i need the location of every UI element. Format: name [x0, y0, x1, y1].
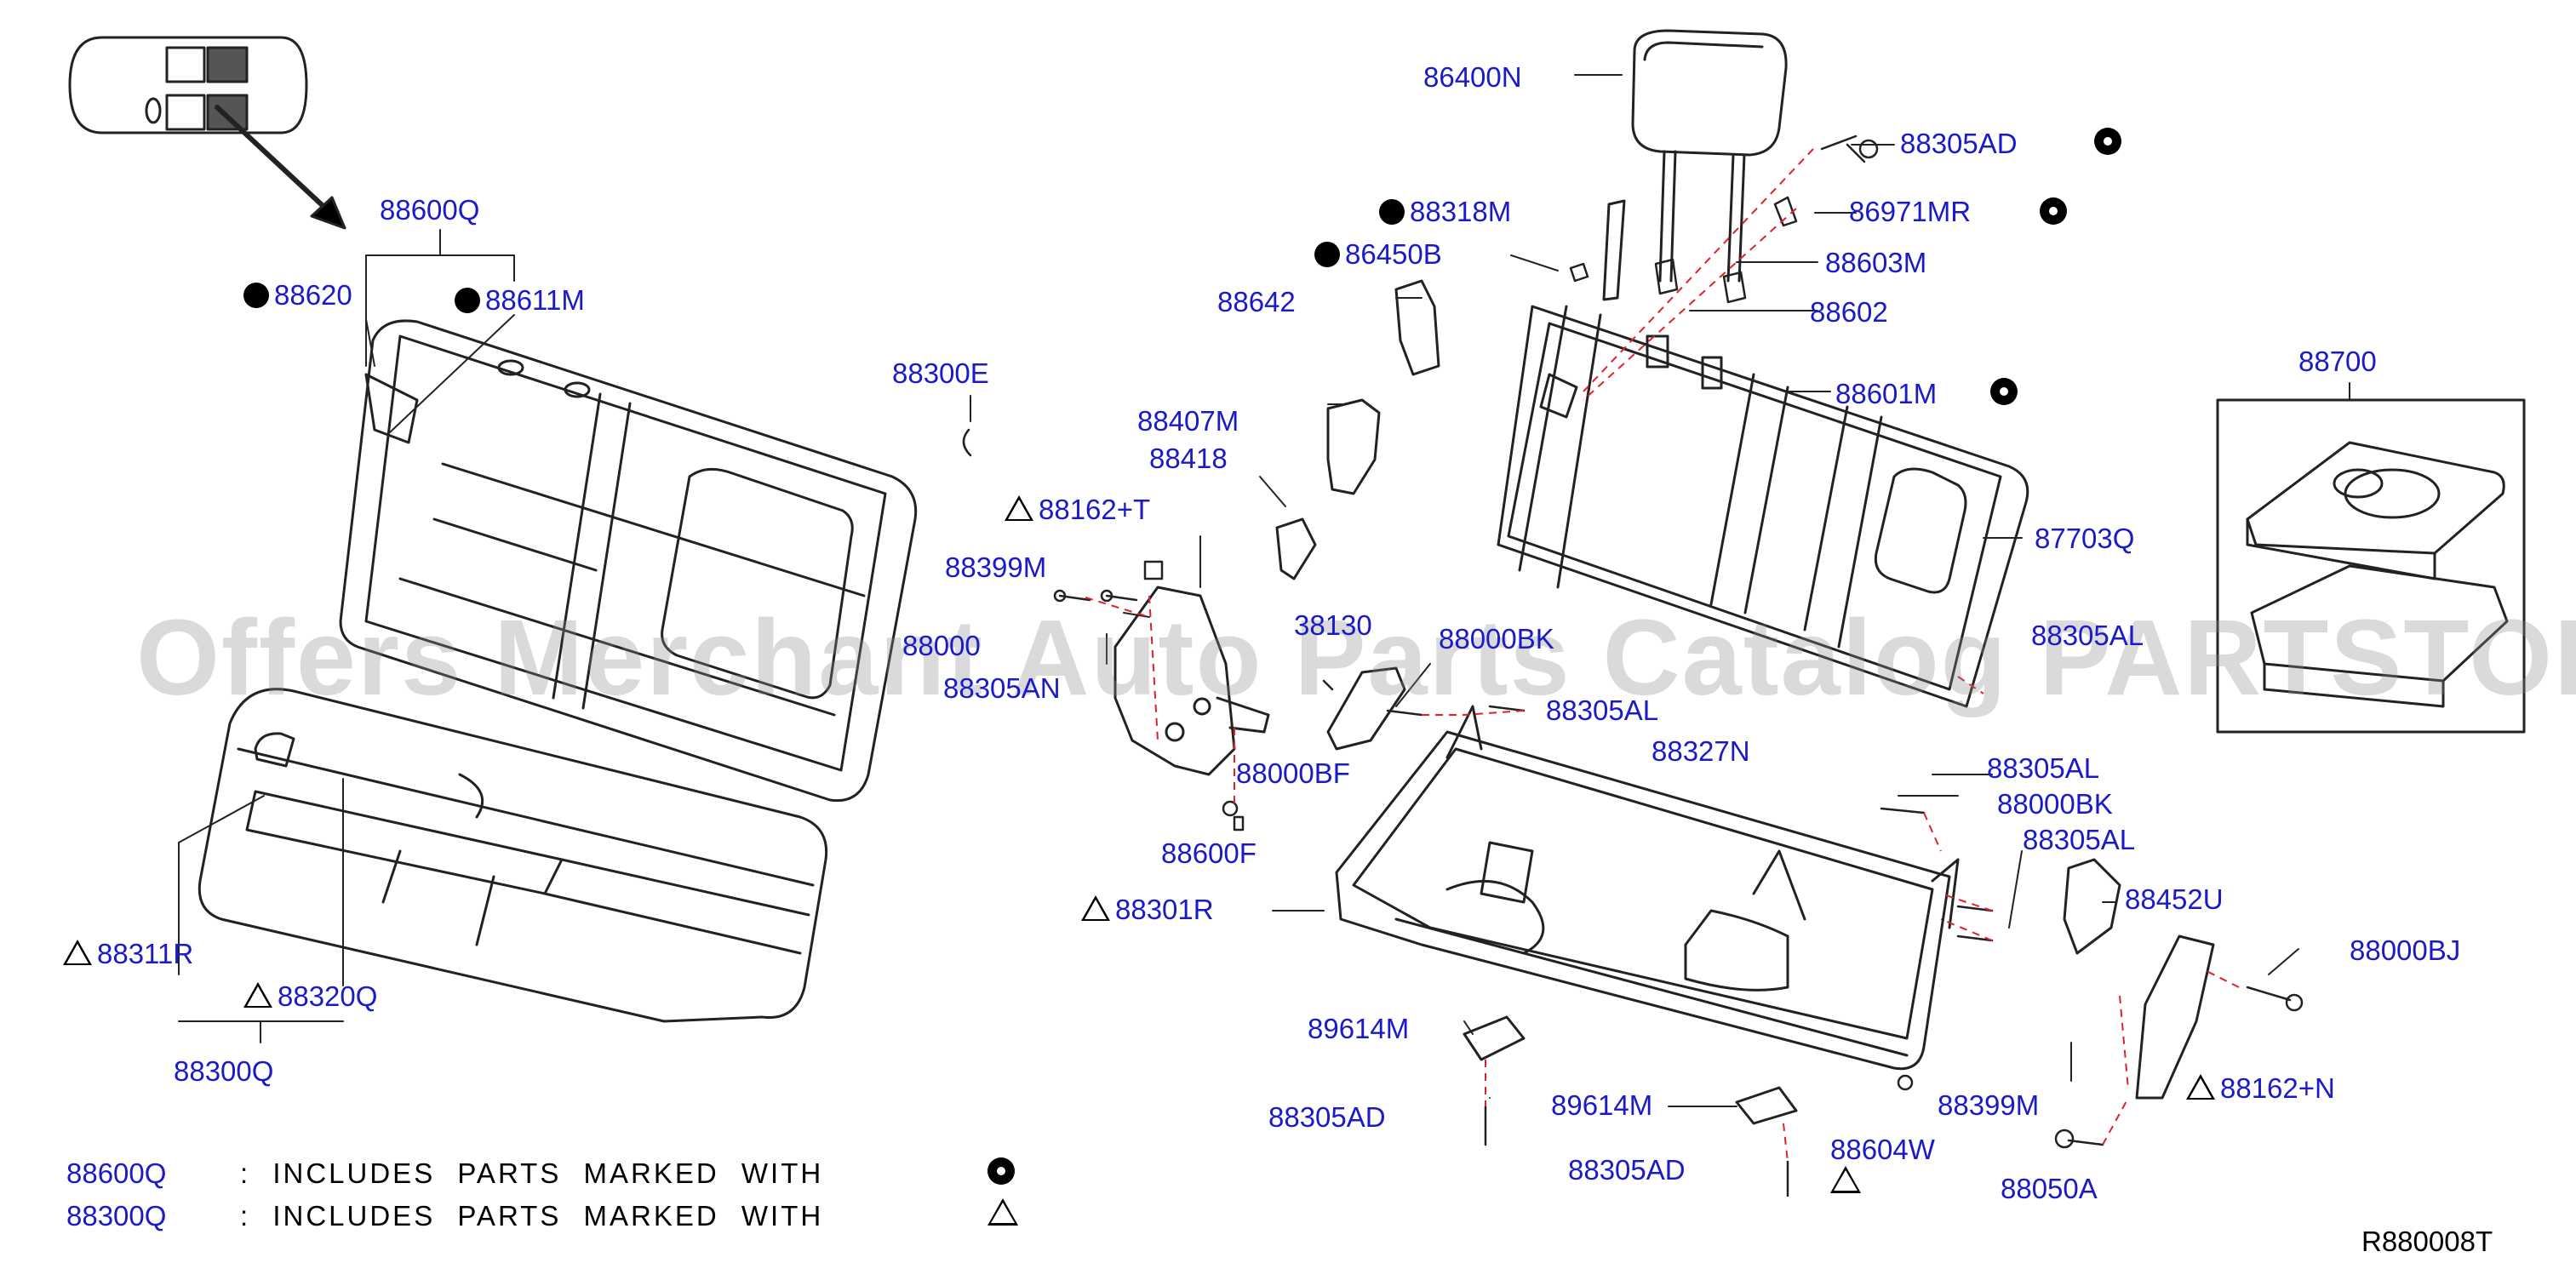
label-88000bk[interactable]: 88000BK — [1997, 788, 2113, 820]
triangle-icon — [63, 940, 92, 965]
label-88000bk-truncated[interactable]: 88000BK — [1439, 623, 1554, 654]
hinge-bracket — [1113, 586, 1270, 776]
headrest — [1631, 29, 1788, 283]
label-88305al-c[interactable]: 88305AL — [2023, 824, 2136, 855]
triangle-icon — [2186, 1074, 2215, 1100]
triangle-icon — [243, 982, 272, 1008]
diagram-id: R880008T — [2361, 1226, 2493, 1257]
label-88320q[interactable]: 88320Q — [243, 982, 377, 1010]
label-38130[interactable]: 38130 — [1294, 609, 1372, 641]
seat-back-frame — [1497, 305, 2029, 708]
label-88603m[interactable]: 88603M — [1825, 247, 1927, 278]
seat-back-cushion — [339, 319, 918, 803]
label-88600f[interactable]: 88600F — [1161, 837, 1257, 869]
triangle-icon — [1081, 895, 1110, 921]
label-88000bj[interactable]: 88000BJ — [2350, 934, 2461, 966]
pad-89614m — [1463, 1015, 1798, 1125]
label-88407m[interactable]: 88407M — [1137, 405, 1239, 437]
cup-holder-88700 — [2216, 398, 2526, 734]
label-88642[interactable]: 88642 — [1217, 286, 1296, 317]
black-dot-icon — [1379, 199, 1405, 225]
black-dot-icon — [2040, 197, 2067, 225]
label-88305ad-a[interactable]: 88305AD — [1268, 1101, 1386, 1133]
black-dot-icon — [1314, 242, 1340, 267]
clip-88418 — [1275, 517, 1317, 580]
label-88452u[interactable]: 88452U — [2125, 883, 2224, 915]
watermark: Offers Merchant Auto Parts Catalog PARTS… — [136, 597, 2576, 717]
label-88301r[interactable]: 88301R — [1081, 895, 1214, 923]
triangle-icon — [1005, 495, 1033, 521]
label-88305al-truncated[interactable]: 88305AL — [2031, 620, 2144, 651]
label-88050a[interactable]: 88050A — [2001, 1173, 2098, 1204]
black-dot-icon — [2094, 128, 2121, 155]
label-88399m-b[interactable]: 88399M — [1938, 1089, 2040, 1121]
label-88700[interactable]: 88700 — [2298, 346, 2377, 377]
label-87703q[interactable]: 87703Q — [2035, 523, 2135, 554]
bracket-38130 — [1326, 666, 1406, 751]
label-88399m-a[interactable]: 88399M — [945, 551, 1047, 583]
seat-cushion — [197, 688, 828, 1023]
side-cover-88452u — [2063, 858, 2121, 955]
black-dot-icon — [987, 1157, 1015, 1185]
hinge-88162n — [2135, 934, 2215, 1100]
label-88620[interactable]: 88620 — [243, 281, 352, 309]
label-88418[interactable]: 88418 — [1149, 443, 1228, 474]
label-88600q[interactable]: 88600Q — [380, 194, 480, 226]
label-88300q[interactable]: 88300Q — [174, 1055, 274, 1087]
guide-88318m — [1602, 199, 1626, 301]
leader-lines — [178, 74, 2350, 1107]
label-88611m[interactable]: 88611M — [455, 286, 585, 314]
label-88305al-a[interactable]: 88305AL — [1546, 694, 1659, 726]
black-dot-icon — [455, 288, 480, 313]
vehicle-locator-icon — [68, 36, 346, 230]
fasteners — [962, 134, 2304, 1197]
label-88000bf[interactable]: 88000BF — [1236, 757, 1350, 789]
label-88300e[interactable]: 88300E — [892, 357, 989, 389]
label-88318m[interactable]: 88318M — [1379, 197, 1511, 226]
bracket-88407m — [1326, 398, 1381, 495]
bracket-88642 — [1394, 279, 1440, 376]
label-88305an[interactable]: 88305AN — [943, 672, 1061, 704]
label-89614m-b[interactable]: 89614M — [1551, 1089, 1653, 1121]
triangle-icon — [1830, 1166, 1861, 1193]
label-86971mr[interactable]: 86971MR — [1849, 196, 1972, 227]
label-89614m-a[interactable]: 89614M — [1308, 1013, 1410, 1044]
label-88162t[interactable]: 88162+T — [1005, 495, 1150, 523]
label-86400n[interactable]: 86400N — [1423, 61, 1522, 93]
dashed-leaders — [1085, 148, 2240, 1163]
label-88602[interactable]: 88602 — [1810, 296, 1888, 328]
label-88604w[interactable]: 88604W — [1830, 1134, 1935, 1165]
label-88305ad-top[interactable]: 88305AD — [1900, 128, 2018, 159]
note-code-88600q: 88600Q — [66, 1157, 167, 1189]
label-88305ad-b[interactable]: 88305AD — [1568, 1154, 1686, 1186]
label-88311r[interactable]: 88311R — [63, 940, 193, 968]
label-88000-truncated[interactable]: 88000 — [902, 630, 981, 661]
black-dot-icon — [243, 283, 269, 308]
label-86450b[interactable]: 86450B — [1314, 240, 1442, 268]
note-text-dot: : INCLUDES PARTS MARKED WITH — [240, 1157, 824, 1189]
label-88305al-b[interactable]: 88305AL — [1987, 752, 2100, 784]
seat-cushion-frame — [1335, 705, 1960, 1071]
note-code-88300q: 88300Q — [66, 1200, 167, 1232]
label-88162n[interactable]: 88162+N — [2186, 1074, 2335, 1102]
triangle-icon — [987, 1198, 1018, 1226]
label-88601m[interactable]: 88601M — [1835, 378, 1938, 409]
label-88327n[interactable]: 88327N — [1652, 735, 1750, 767]
note-text-triangle: : INCLUDES PARTS MARKED WITH — [240, 1200, 824, 1232]
black-dot-icon — [1990, 378, 2018, 405]
